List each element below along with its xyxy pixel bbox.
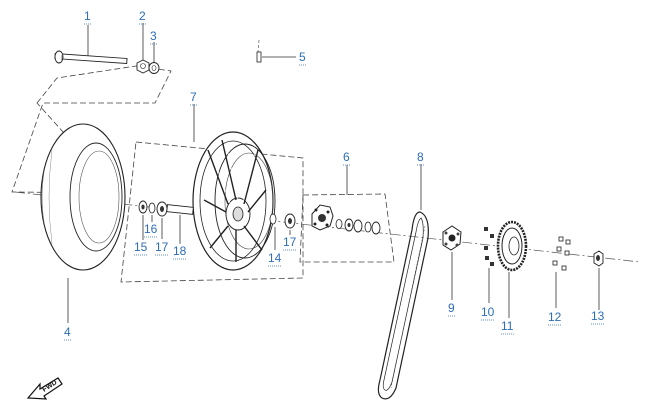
callout-12: 12 [548,310,562,324]
callout-17-left: 17 [155,240,169,254]
callout-5: 5 [299,50,306,64]
sprocket-hub [311,204,381,235]
hub-group-box [299,193,395,263]
leader-lines [67,23,600,323]
wheel-rim [192,131,276,271]
callout-13: 13 [591,309,605,323]
callout-3: 3 [150,29,157,43]
sprocket-bolts [484,227,494,266]
axle-nut [136,59,150,74]
forward-arrow: FWD [26,377,63,400]
callout-11: 11 [501,319,514,333]
callout-labels: 1 2 3 5 7 6 8 4 15 16 17 18 14 17 9 10 1… [64,9,605,341]
spacer-14 [269,213,277,225]
callout-18: 18 [173,244,187,258]
spacer-16 [148,202,156,214]
bearing-17-right [284,213,296,229]
valve-stem [256,39,262,63]
tire [40,123,126,271]
axle-shaft [54,50,128,64]
callout-14: 14 [268,251,282,265]
bearing-15 [138,200,148,214]
callout-17-right: 17 [283,235,297,249]
rear-axle-nut [593,250,604,267]
sprocket-carrier [442,225,462,251]
callout-15: 15 [134,240,148,254]
sprocket-nuts [552,236,571,271]
callout-4: 4 [64,325,71,339]
axle-spacer-tube [166,204,194,215]
axle-washer [148,62,160,74]
drive-chain [377,211,429,400]
callout-6: 6 [343,150,350,164]
rear-sprocket [496,220,528,272]
callout-2: 2 [139,9,146,23]
callout-16: 16 [144,222,158,236]
callout-1: 1 [84,9,91,23]
bearing-17-left [156,201,168,217]
callout-9: 9 [448,301,455,315]
callout-10: 10 [481,305,495,319]
callout-7: 7 [190,90,197,104]
callout-8: 8 [417,150,424,164]
